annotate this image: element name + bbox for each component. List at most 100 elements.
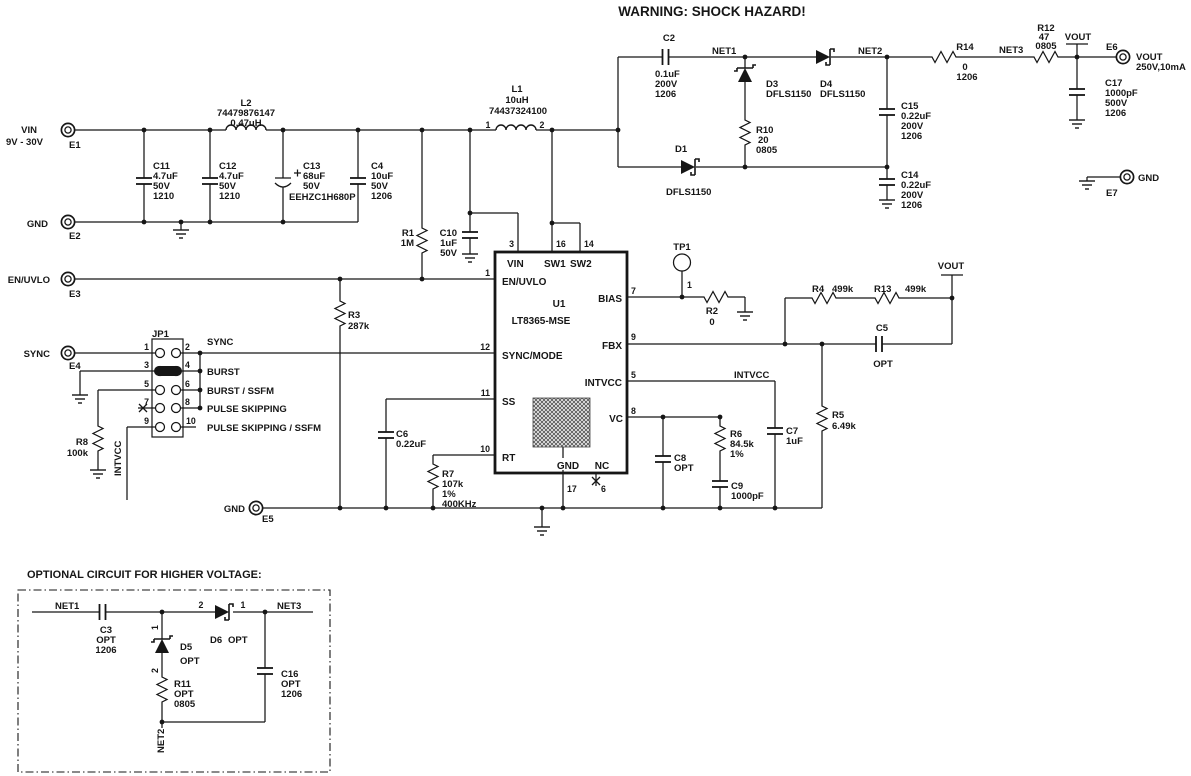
- r1-value: 1M: [401, 238, 414, 249]
- capacitor-c3: [98, 603, 107, 621]
- c14-ref: C14: [901, 170, 919, 181]
- c7-value: 1uF: [786, 436, 803, 447]
- c15-ref: C15: [901, 101, 919, 112]
- inductor-l1: [495, 124, 537, 131]
- jp1-pin10-pad: [170, 421, 182, 433]
- jp1-pin7-pad: [154, 402, 166, 414]
- capacitor-c16: [256, 667, 274, 675]
- ground-icon: [89, 469, 107, 479]
- r11-ref: R11: [174, 679, 192, 690]
- labels: WARNING: SHOCK HAZARD! VIN 9V - 30V E1 G…: [6, 4, 1186, 753]
- capacitor-c14: [878, 178, 896, 186]
- c6-ref: C6: [396, 429, 408, 440]
- r14-ref: R14: [956, 42, 974, 53]
- c11-value: 4.7uF: [153, 171, 178, 182]
- r3-value: 287k: [348, 321, 370, 332]
- jumper-jp1-block: [138, 338, 184, 438]
- c8-ref: C8: [674, 453, 686, 464]
- r11-package: 0805: [174, 699, 196, 710]
- c2-voltage: 200V: [655, 79, 678, 90]
- diode-d5: [150, 635, 174, 654]
- net1-label-optional: NET1: [55, 601, 80, 612]
- u1-pin-intvcc-name: INTVCC: [585, 378, 622, 389]
- e4-ref-label: E4: [69, 361, 81, 372]
- e6-ref-label: E6: [1106, 42, 1118, 53]
- c9-ref: C9: [731, 481, 743, 492]
- r10-value: 20: [758, 135, 769, 146]
- resistor-r5: [816, 403, 828, 435]
- c15-value: 0.22uF: [901, 111, 931, 122]
- capacitor-c13-polarized: [274, 169, 301, 188]
- ground-icon: [1078, 180, 1096, 190]
- c5-ref: C5: [876, 323, 889, 334]
- net3-label-optional: NET3: [277, 601, 301, 612]
- capacitor-c17: [1068, 88, 1086, 96]
- capacitor-c12: [201, 177, 219, 185]
- capacitor-c9: [711, 480, 729, 488]
- net3-label: NET3: [999, 45, 1023, 56]
- c11-ref: C11: [153, 161, 171, 172]
- u1-pin-fbx-num: 9: [631, 332, 636, 342]
- jp1-pin1-pad: [154, 347, 166, 359]
- net2-label-optional: NET2: [156, 729, 167, 753]
- intvcc-net-label: INTVCC: [734, 370, 770, 381]
- e2-ref-label: E2: [69, 231, 81, 242]
- c4-value: 10uF: [371, 171, 393, 182]
- tp1-ref: TP1: [673, 242, 691, 253]
- c17-ref: C17: [1105, 78, 1122, 89]
- optional-circuit-block: [17, 589, 331, 773]
- component-symbols: [92, 48, 1086, 493]
- u1-pin-vc-name: VC: [609, 414, 623, 425]
- capacitor-c8: [654, 455, 672, 463]
- c10-ref: C10: [440, 228, 457, 239]
- c3-value: OPT: [96, 635, 116, 646]
- e3-net-label: EN/UVLO: [8, 275, 50, 286]
- d6-value: OPT: [228, 635, 248, 646]
- r1-ref: R1: [402, 228, 415, 239]
- net1-label: NET1: [712, 46, 737, 57]
- u1-pin-sw1-name: SW1: [544, 259, 566, 270]
- u1-pin-en-num: 1: [485, 268, 490, 278]
- r14-value: 0: [962, 62, 967, 73]
- e1-note-label: 9V - 30V: [6, 137, 44, 148]
- l2-value: 0.47uH: [230, 118, 261, 129]
- u1-pin-ss-name: SS: [502, 397, 516, 408]
- jp1-pin2-pad: [170, 347, 182, 359]
- resistor-r3: [334, 298, 346, 330]
- l1-pin2-num: 2: [540, 120, 545, 130]
- c8-value: OPT: [674, 463, 694, 474]
- c13-ref: C13: [303, 161, 320, 172]
- u1-pin-en-name: EN/UVLO: [502, 277, 547, 288]
- r8-ref: R8: [76, 437, 88, 448]
- e5-ref-label: E5: [262, 514, 274, 525]
- e6-net-label: VOUT: [1136, 52, 1163, 63]
- r12-ref: R12: [1037, 23, 1054, 34]
- ground-icon: [1068, 119, 1086, 129]
- ground-icon: [533, 526, 551, 536]
- u1-pin-gnd-num: 17: [567, 484, 577, 494]
- r6-ref: R6: [730, 429, 742, 440]
- c16-ref: C16: [281, 669, 298, 680]
- capacitor-c10: [461, 231, 479, 239]
- resistor-r1: [416, 225, 428, 257]
- connector-e4: [60, 345, 76, 361]
- c3-ref: C3: [100, 625, 112, 636]
- capacitor-c5: [875, 335, 883, 353]
- jp1-pin6-pad: [170, 384, 182, 396]
- exposed-pad: [532, 397, 591, 448]
- jp1-option-pulse-skipping: PULSE SKIPPING: [207, 404, 287, 415]
- e1-net-label: VIN: [21, 125, 37, 136]
- c16-package: 1206: [281, 689, 302, 700]
- d3-ref: D3: [766, 79, 778, 90]
- u1-pin-fbx-name: FBX: [602, 341, 622, 352]
- c16-value: OPT: [281, 679, 301, 690]
- c3-package: 1206: [95, 645, 116, 656]
- e3-ref-label: E3: [69, 289, 81, 300]
- e1-ref-label: E1: [69, 140, 81, 151]
- optional-circuit-border: [17, 589, 331, 773]
- c12-voltage: 50V: [219, 181, 237, 192]
- warning-title: WARNING: SHOCK HAZARD!: [618, 4, 805, 19]
- l1-part: 74437324100: [489, 106, 547, 117]
- jp1-pin1-num: 1: [144, 342, 149, 352]
